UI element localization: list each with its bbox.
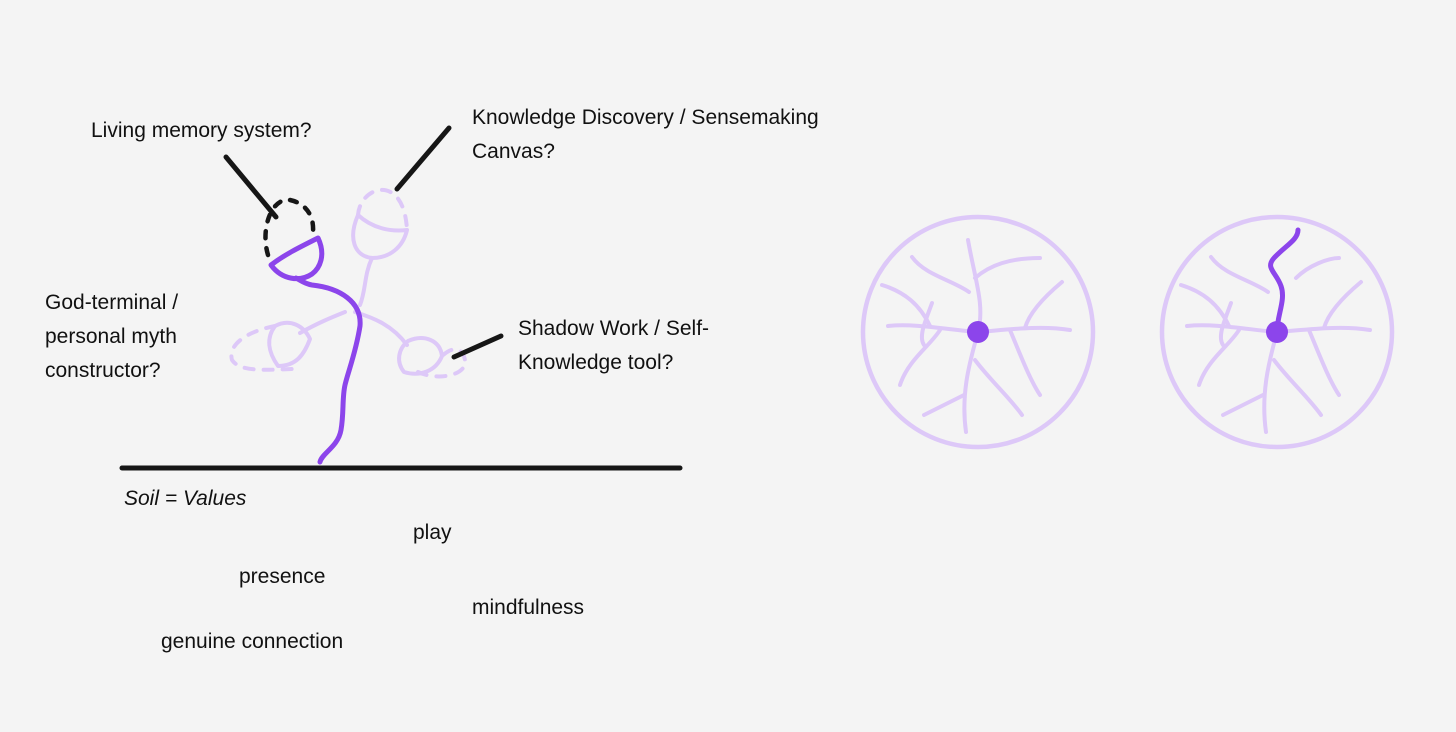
pointer-shadow-work [451, 333, 504, 360]
shadow-work-leaf-dashed [416, 347, 468, 379]
value-presence: presence [239, 565, 326, 588]
faint-branch-up [358, 256, 374, 307]
label-god-terminal: God-terminal / personal myth constructor… [45, 291, 179, 382]
memory-leaf-dashed-outline [263, 197, 316, 258]
knowledge-leaf [351, 213, 409, 260]
value-mindfulness: mindfulness [472, 596, 585, 619]
label-shadow-work: Shadow Work / Self-Knowledge tool? [518, 317, 710, 374]
knowledge-leaf-dashed [356, 187, 409, 232]
shadow-work-leaf [397, 336, 444, 376]
god-terminal-leaf [267, 320, 312, 368]
label-soil: Soil = Values [124, 487, 247, 510]
mycelium-circle-left [860, 214, 1096, 450]
pointer-living-memory [223, 154, 279, 220]
mycelium-circle-right [1159, 214, 1395, 450]
main-stem [293, 275, 363, 465]
label-living-memory: Living memory system? [91, 119, 312, 142]
faint-leaves [229, 187, 468, 379]
label-knowledge-discovery: Knowledge Discovery / Sensemaking Canvas… [472, 106, 819, 163]
god-terminal-leaf-dashed [229, 324, 294, 372]
value-play: play [413, 521, 452, 544]
pointer-knowledge-discovery [394, 125, 452, 192]
value-genuine-connection: genuine connection [161, 630, 344, 653]
pointer-lines [223, 125, 504, 360]
memory-leaf [268, 235, 325, 282]
